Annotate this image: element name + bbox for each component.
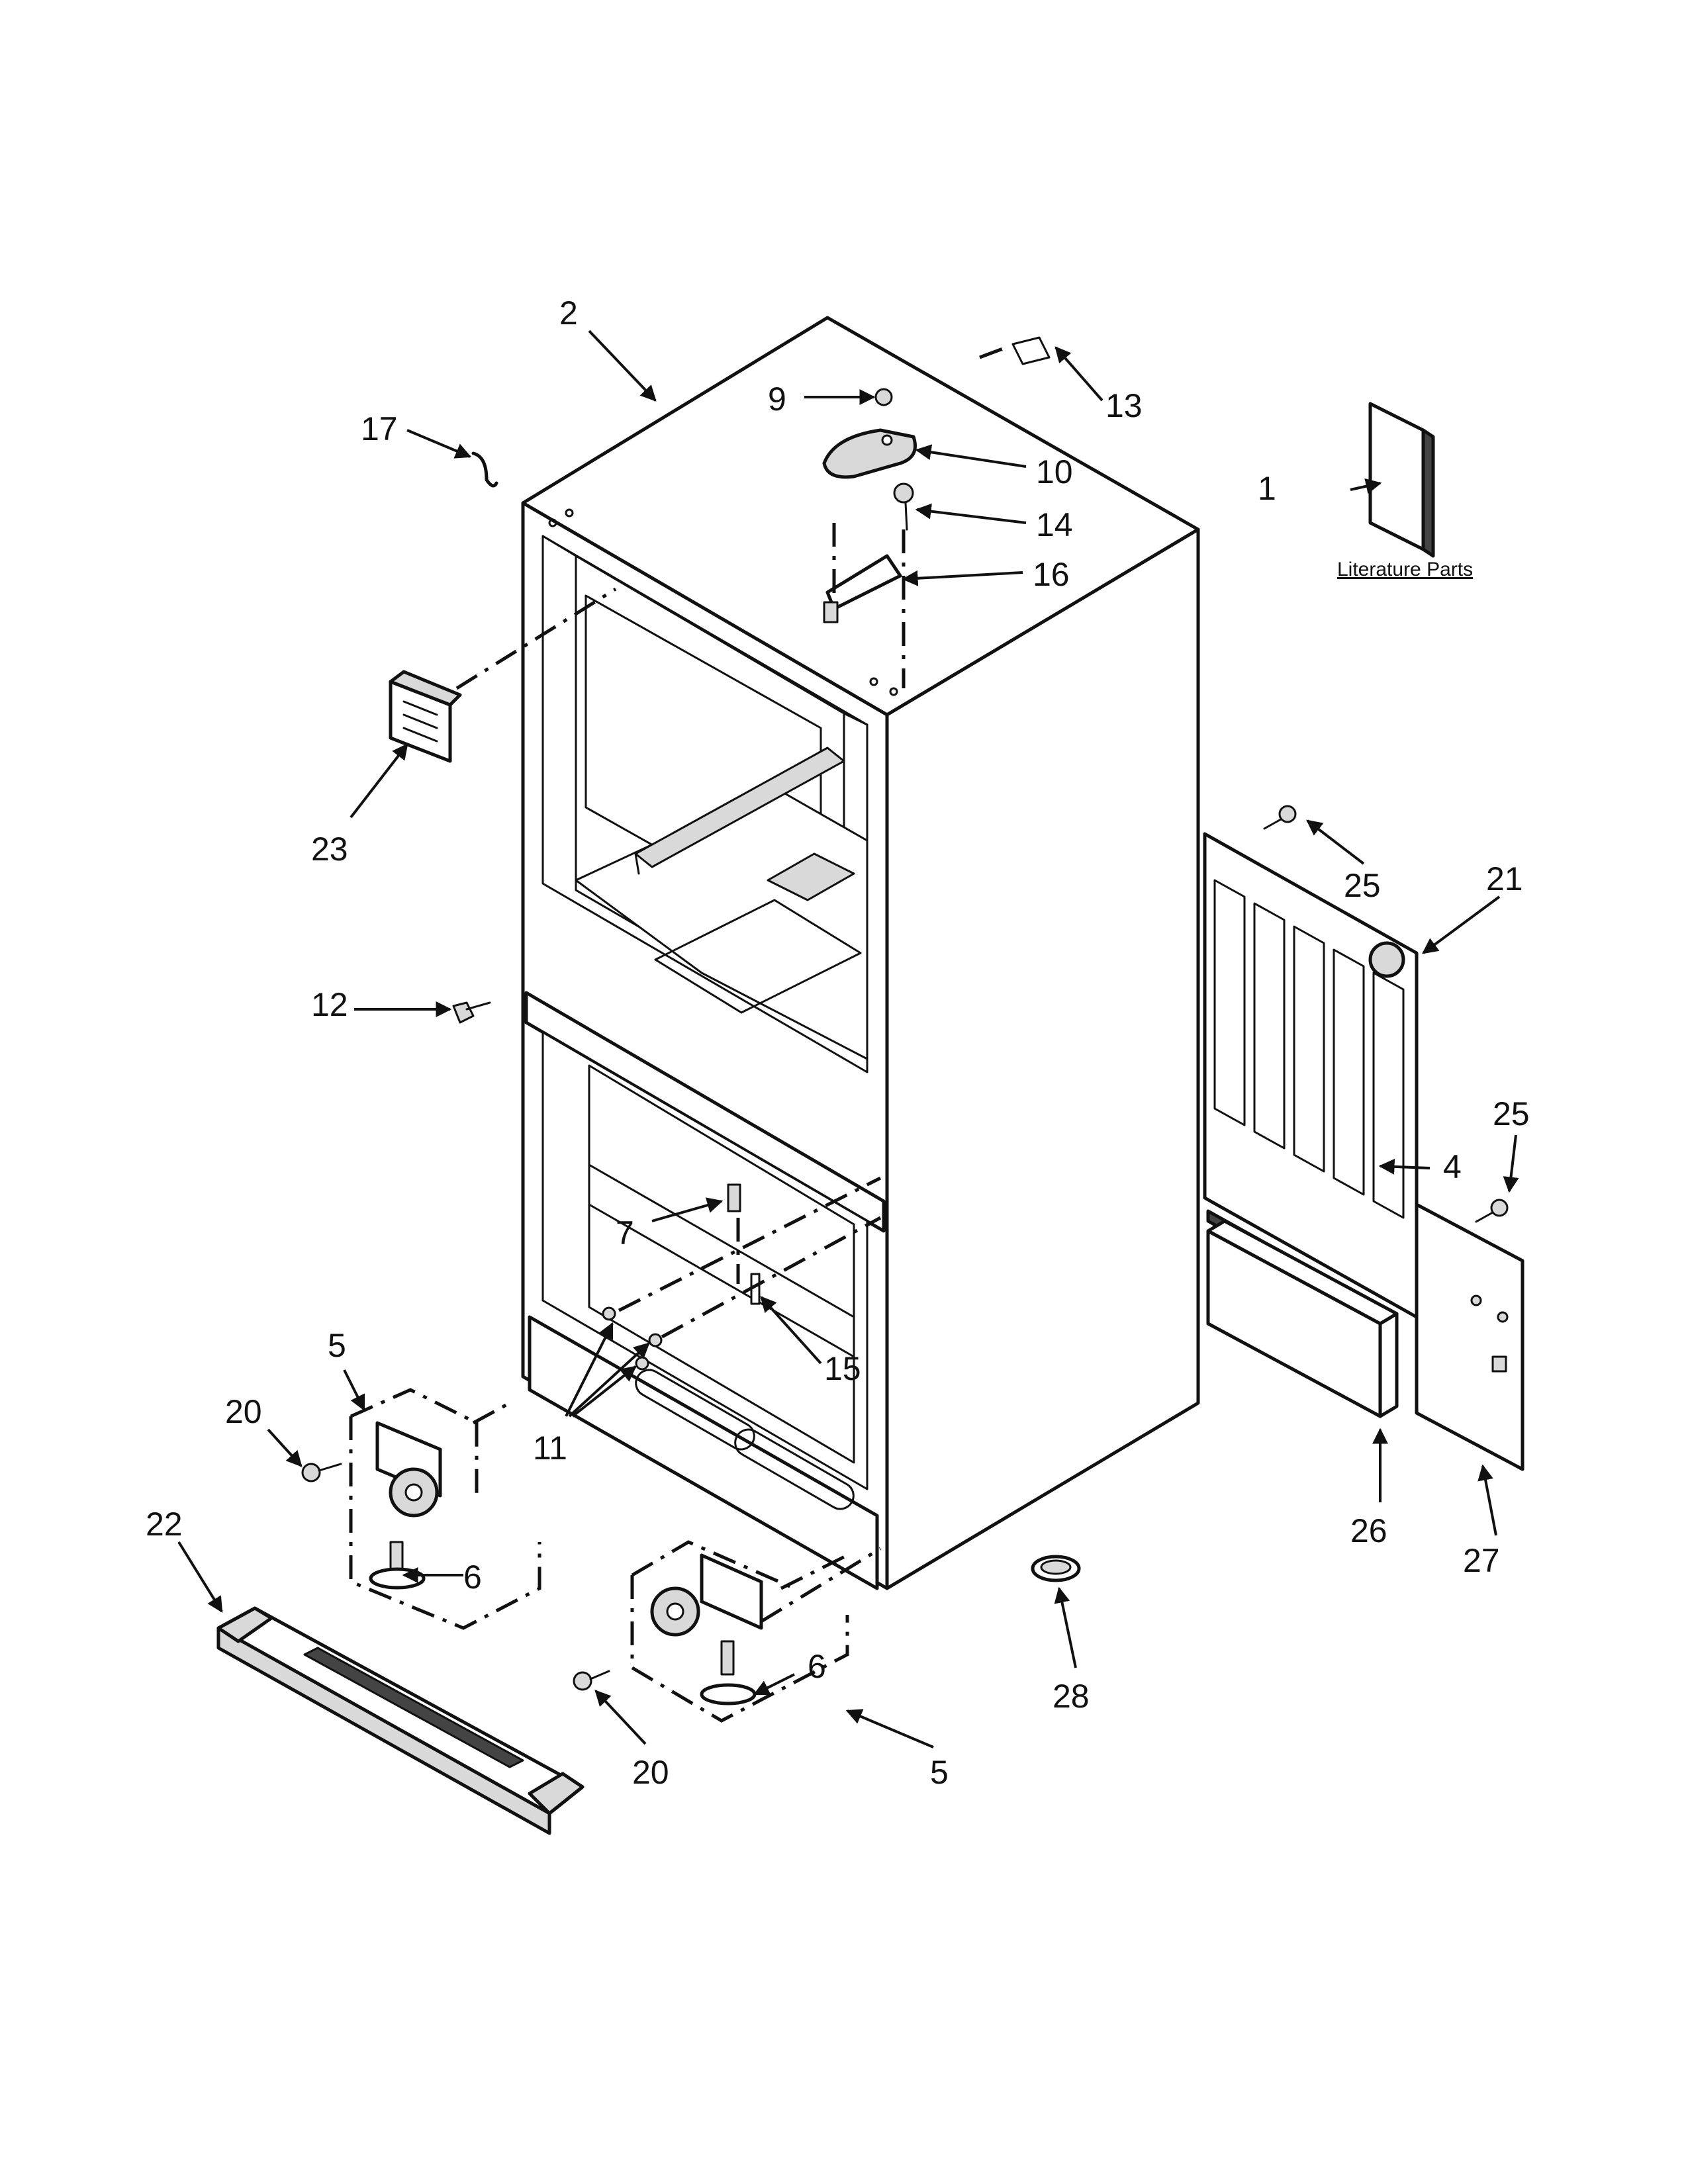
leader-lines: [177, 330, 1519, 1749]
roller-assembly-left: [349, 1388, 541, 1630]
screw-part-25-right: [1475, 1199, 1509, 1223]
label-14: 14: [1036, 506, 1073, 543]
label-25-top: 25: [1344, 867, 1381, 904]
label-7: 7: [616, 1214, 634, 1251]
screw-part-9: [874, 388, 893, 406]
label-6-left: 6: [463, 1559, 482, 1596]
label-23: 23: [311, 831, 348, 868]
toe-grille-part: [216, 1606, 585, 1835]
label-20-left: 20: [225, 1393, 262, 1430]
label-21: 21: [1486, 860, 1523, 897]
hinge-cover-part: [822, 428, 917, 479]
label-15: 15: [824, 1350, 861, 1387]
label-11: 11: [533, 1430, 567, 1467]
part-number-labels: 1 2 4 5 5 6 6 7 9 10 11 12 13 14 15 16 1…: [146, 295, 1530, 1791]
label-6-right: 6: [808, 1648, 826, 1685]
screw-parts-11: [602, 1306, 663, 1371]
label-27: 27: [1463, 1542, 1500, 1579]
screw-part-20-left: [301, 1463, 342, 1482]
screw-part-20-right: [573, 1670, 610, 1691]
label-13: 13: [1105, 387, 1143, 424]
screw-part-12: [452, 1001, 491, 1024]
label-2: 2: [559, 295, 578, 332]
literature-booklet: [1368, 402, 1435, 558]
label-25-right: 25: [1493, 1095, 1530, 1132]
label-17: 17: [361, 410, 398, 447]
machine-compartment-cover-part: [1203, 832, 1419, 1319]
rear-access-cover-part: [1415, 1203, 1524, 1471]
control-module-part: [389, 670, 462, 763]
label-9: 9: [768, 381, 786, 418]
refrigerator-cabinet: [521, 316, 1200, 1590]
literature-parts-label: Literature Parts: [1337, 559, 1473, 580]
label-4: 4: [1443, 1148, 1462, 1185]
label-20-right: 20: [632, 1754, 669, 1791]
label-5-right: 5: [930, 1754, 949, 1791]
screw-part-7: [727, 1183, 741, 1212]
assembly-lines: [455, 345, 1007, 1623]
hinge-part: [823, 554, 902, 623]
plug-part: [1031, 1555, 1081, 1582]
label-1: 1: [1258, 470, 1276, 507]
access-panel-part: [1206, 1219, 1399, 1418]
roller-assembly-right: [630, 1540, 849, 1723]
label-10: 10: [1036, 453, 1073, 490]
hinge-screw-part: [893, 482, 914, 531]
label-22: 22: [146, 1506, 183, 1543]
label-16: 16: [1033, 556, 1070, 593]
label-5-left: 5: [328, 1327, 346, 1364]
label-12: 12: [311, 986, 348, 1023]
clip-part: [471, 451, 498, 488]
screw-part-25-top: [1263, 805, 1297, 830]
label-26: 26: [1350, 1512, 1387, 1549]
rating-label-part: [1011, 336, 1051, 365]
label-28: 28: [1053, 1678, 1090, 1715]
